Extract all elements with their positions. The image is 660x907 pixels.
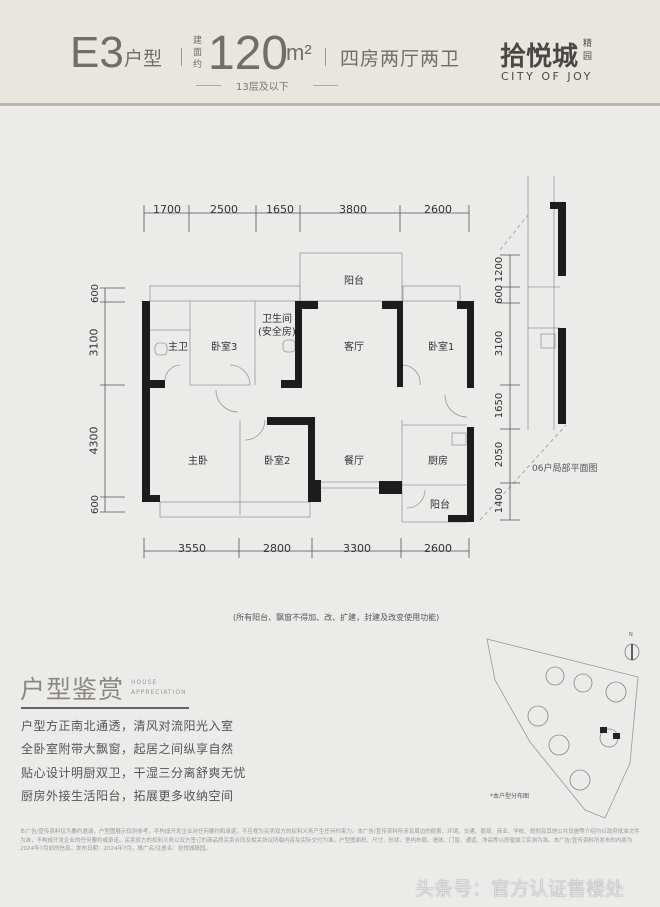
room-label: 客厅 [344,342,364,353]
section-title-en: HOUSE [131,679,158,686]
building-marks [527,666,627,791]
watermark: 头条号：官方认证售楼处 [415,878,625,900]
floor-range: 13层及以下 [236,82,289,93]
north-label: N [629,632,633,638]
dim-label: 1650 [266,203,294,216]
dim-label: 3300 [343,542,371,555]
brand-sub: 精 园 [583,38,592,64]
floor-rule [313,85,338,86]
room-layout: 四房两厅两卫 [340,48,461,70]
area-label-char: 约 [193,60,203,70]
section-divider [21,707,189,709]
dim-label: 2600 [424,542,452,555]
dim-label: 1700 [153,203,181,216]
room-label: 厨房 [428,456,448,467]
unit-location-mark [613,733,620,739]
brand-en: CITY OF JOY [501,70,593,83]
dim-label: 2600 [424,203,452,216]
partial-plan-caption: 06户局部平面图 [532,464,598,474]
area-label: 建 面 约 [193,35,203,71]
room-label: 卫生间 [262,314,292,325]
unit-location-mark [600,727,607,733]
area-unit: m² [286,40,312,65]
section-title-en: APPRECIATION [131,689,187,696]
brand-sub-char: 园 [583,52,593,62]
room-label: 餐厅 [344,456,364,467]
feature-point: 全卧室附带大飘窗，起居之间纵享自然 [21,742,234,756]
floor-rule [196,85,221,86]
room-label: 主卧 [188,456,208,467]
feature-point: 厨房外接生活阳台，拓展更多收纳空间 [21,789,234,803]
area-label-char: 面 [193,48,203,58]
feature-point: 贴心设计明厨双卫，干湿三分离舒爽无忧 [21,766,247,780]
unit-word: 户型 [124,48,163,70]
brand-sub-char: 精 [583,39,593,49]
room-label: (安全房) [258,327,296,338]
walls [142,301,474,522]
dim-label: 3550 [178,542,206,555]
dim-ticks [143,205,470,232]
room-label: 主卫 [168,342,188,353]
north-arrow-icon [624,643,640,661]
plan-note: (所有阳台、飘窗不得加、改、扩建，封建及改变使用功能) [233,613,440,622]
disclaimer: 本广告/宣传资料仅为要约邀请，户型图展示仅供参考，不构成开发企业对任何要约和承诺… [20,829,640,852]
room-label: 卧室1 [428,342,455,353]
room-label: 阳台 [344,276,364,287]
feature-point: 户型方正南北通透，清风对流阳光入室 [21,719,234,733]
brand-logo: 拾悦城 [500,42,579,72]
divider [325,48,326,66]
unit-code: E3 [70,28,124,77]
site-map-caption: *本户型分布图 [490,793,530,800]
divider [181,48,182,66]
section-title: 户型鉴赏 [20,675,125,704]
header-band [0,0,660,106]
dim-label: 2500 [210,203,238,216]
dim-label: 2800 [263,542,291,555]
room-label: 卧室3 [211,342,238,353]
room-label: 阳台 [430,500,450,511]
dim-label: 3800 [339,203,367,216]
area-value: 120 [208,27,289,80]
area-label-char: 建 [193,36,203,46]
room-label: 卧室2 [264,456,291,467]
